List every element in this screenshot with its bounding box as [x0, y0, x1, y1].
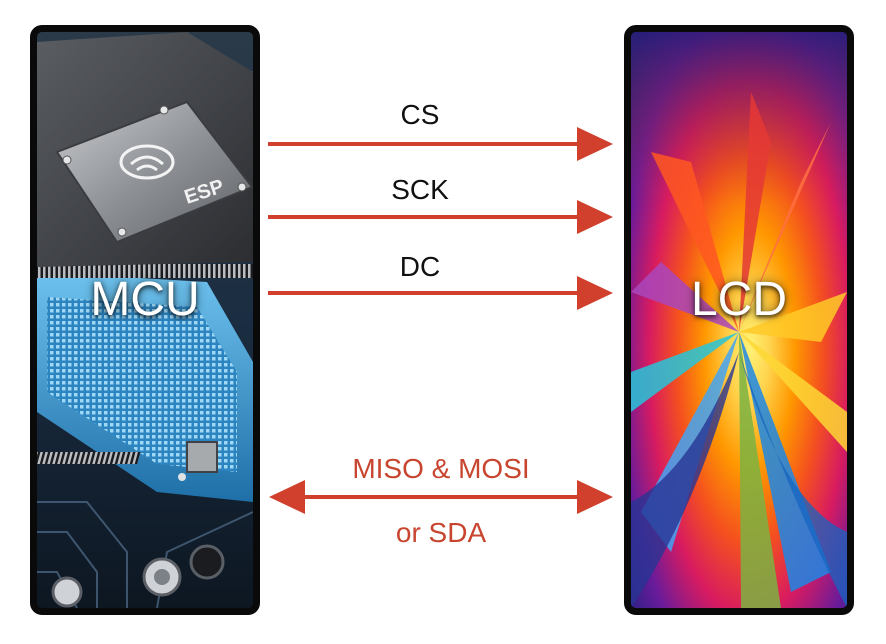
- signal-dc: DC: [268, 251, 613, 310]
- signal-cs: CS: [268, 99, 613, 161]
- mcu-label: MCU: [90, 273, 200, 326]
- lcd-screen-image: [631, 32, 847, 608]
- lcd-label: LCD: [690, 273, 788, 326]
- signal-cs-arrowhead: [577, 127, 613, 161]
- signal-sck-label: SCK: [391, 174, 449, 205]
- signal-sck: SCK: [268, 174, 613, 234]
- signal-sck-arrowhead: [577, 200, 613, 234]
- bus-label-line2: or SDA: [396, 517, 487, 548]
- mcu-chip-image: ESP: [37, 32, 253, 608]
- bus-data: MISO & MOSI or SDA: [269, 453, 613, 548]
- signal-dc-arrowhead: [577, 276, 613, 310]
- mcu-panel: ESP MCU: [30, 25, 260, 615]
- bus-label-line1: MISO & MOSI: [352, 453, 529, 484]
- lcd-panel: LCD: [624, 25, 854, 615]
- signal-cs-label: CS: [401, 99, 440, 130]
- bus-arrowhead-left: [269, 480, 305, 514]
- signal-dc-label: DC: [400, 251, 440, 282]
- bus-arrowhead-right: [577, 480, 613, 514]
